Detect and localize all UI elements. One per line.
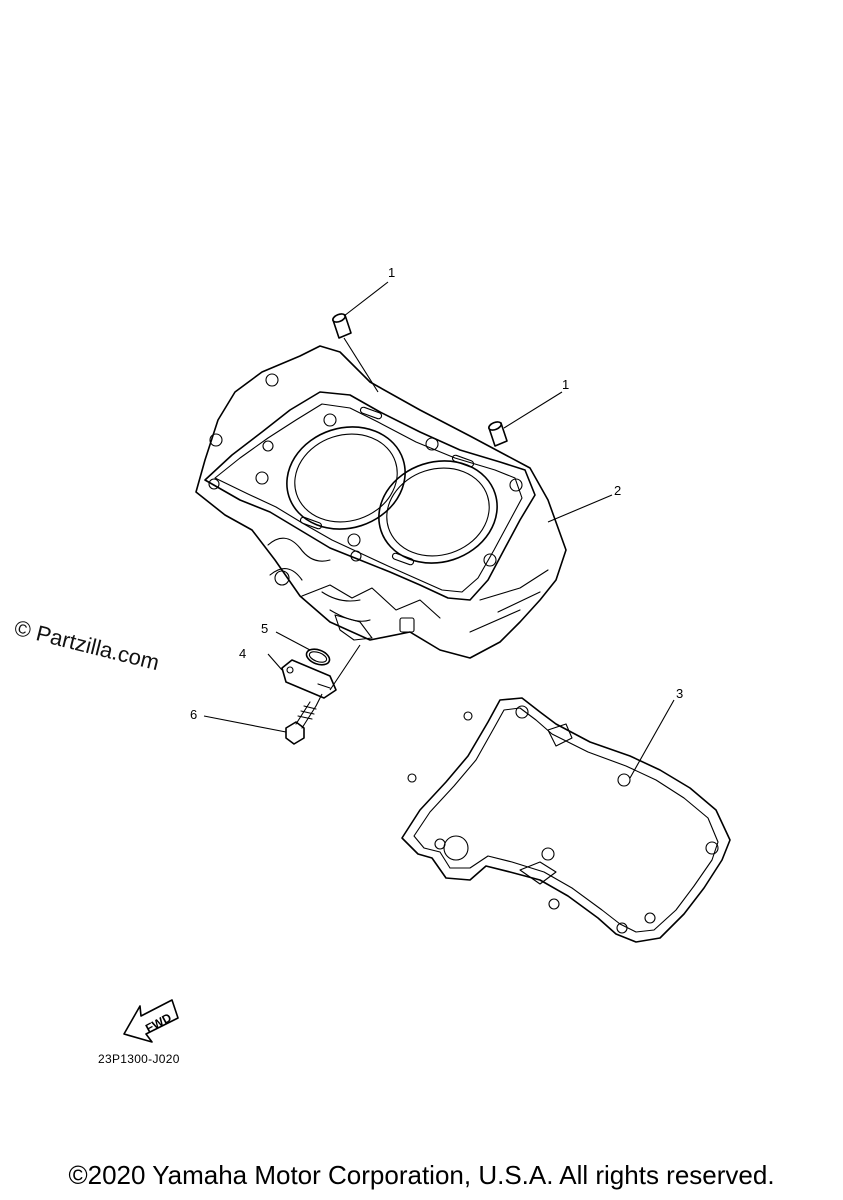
flange-bolt bbox=[285, 701, 317, 745]
diagram-code: 23P1300-J020 bbox=[98, 1052, 180, 1066]
o-ring bbox=[305, 648, 331, 666]
dowel-pin-right bbox=[488, 421, 508, 447]
fwd-arrow-icon: FWD bbox=[123, 999, 179, 1043]
callout-2: 2 bbox=[614, 483, 621, 498]
callout-4: 4 bbox=[239, 646, 246, 661]
copyright-notice: ©2020 Yamaha Motor Corporation, U.S.A. A… bbox=[68, 1160, 775, 1190]
cylinder-block bbox=[195, 345, 567, 659]
dowel-pin-left bbox=[332, 313, 352, 339]
holder-bracket bbox=[281, 659, 337, 699]
callout-6: 6 bbox=[190, 707, 197, 722]
callout-labels: 1 1 2 3 4 5 6 bbox=[190, 265, 683, 722]
base-gasket bbox=[401, 697, 731, 943]
callout-5: 5 bbox=[261, 621, 268, 636]
leader-lines bbox=[203, 281, 675, 779]
callout-1a: 1 bbox=[388, 265, 395, 280]
callout-3: 3 bbox=[676, 686, 683, 701]
callout-1b: 1 bbox=[562, 377, 569, 392]
